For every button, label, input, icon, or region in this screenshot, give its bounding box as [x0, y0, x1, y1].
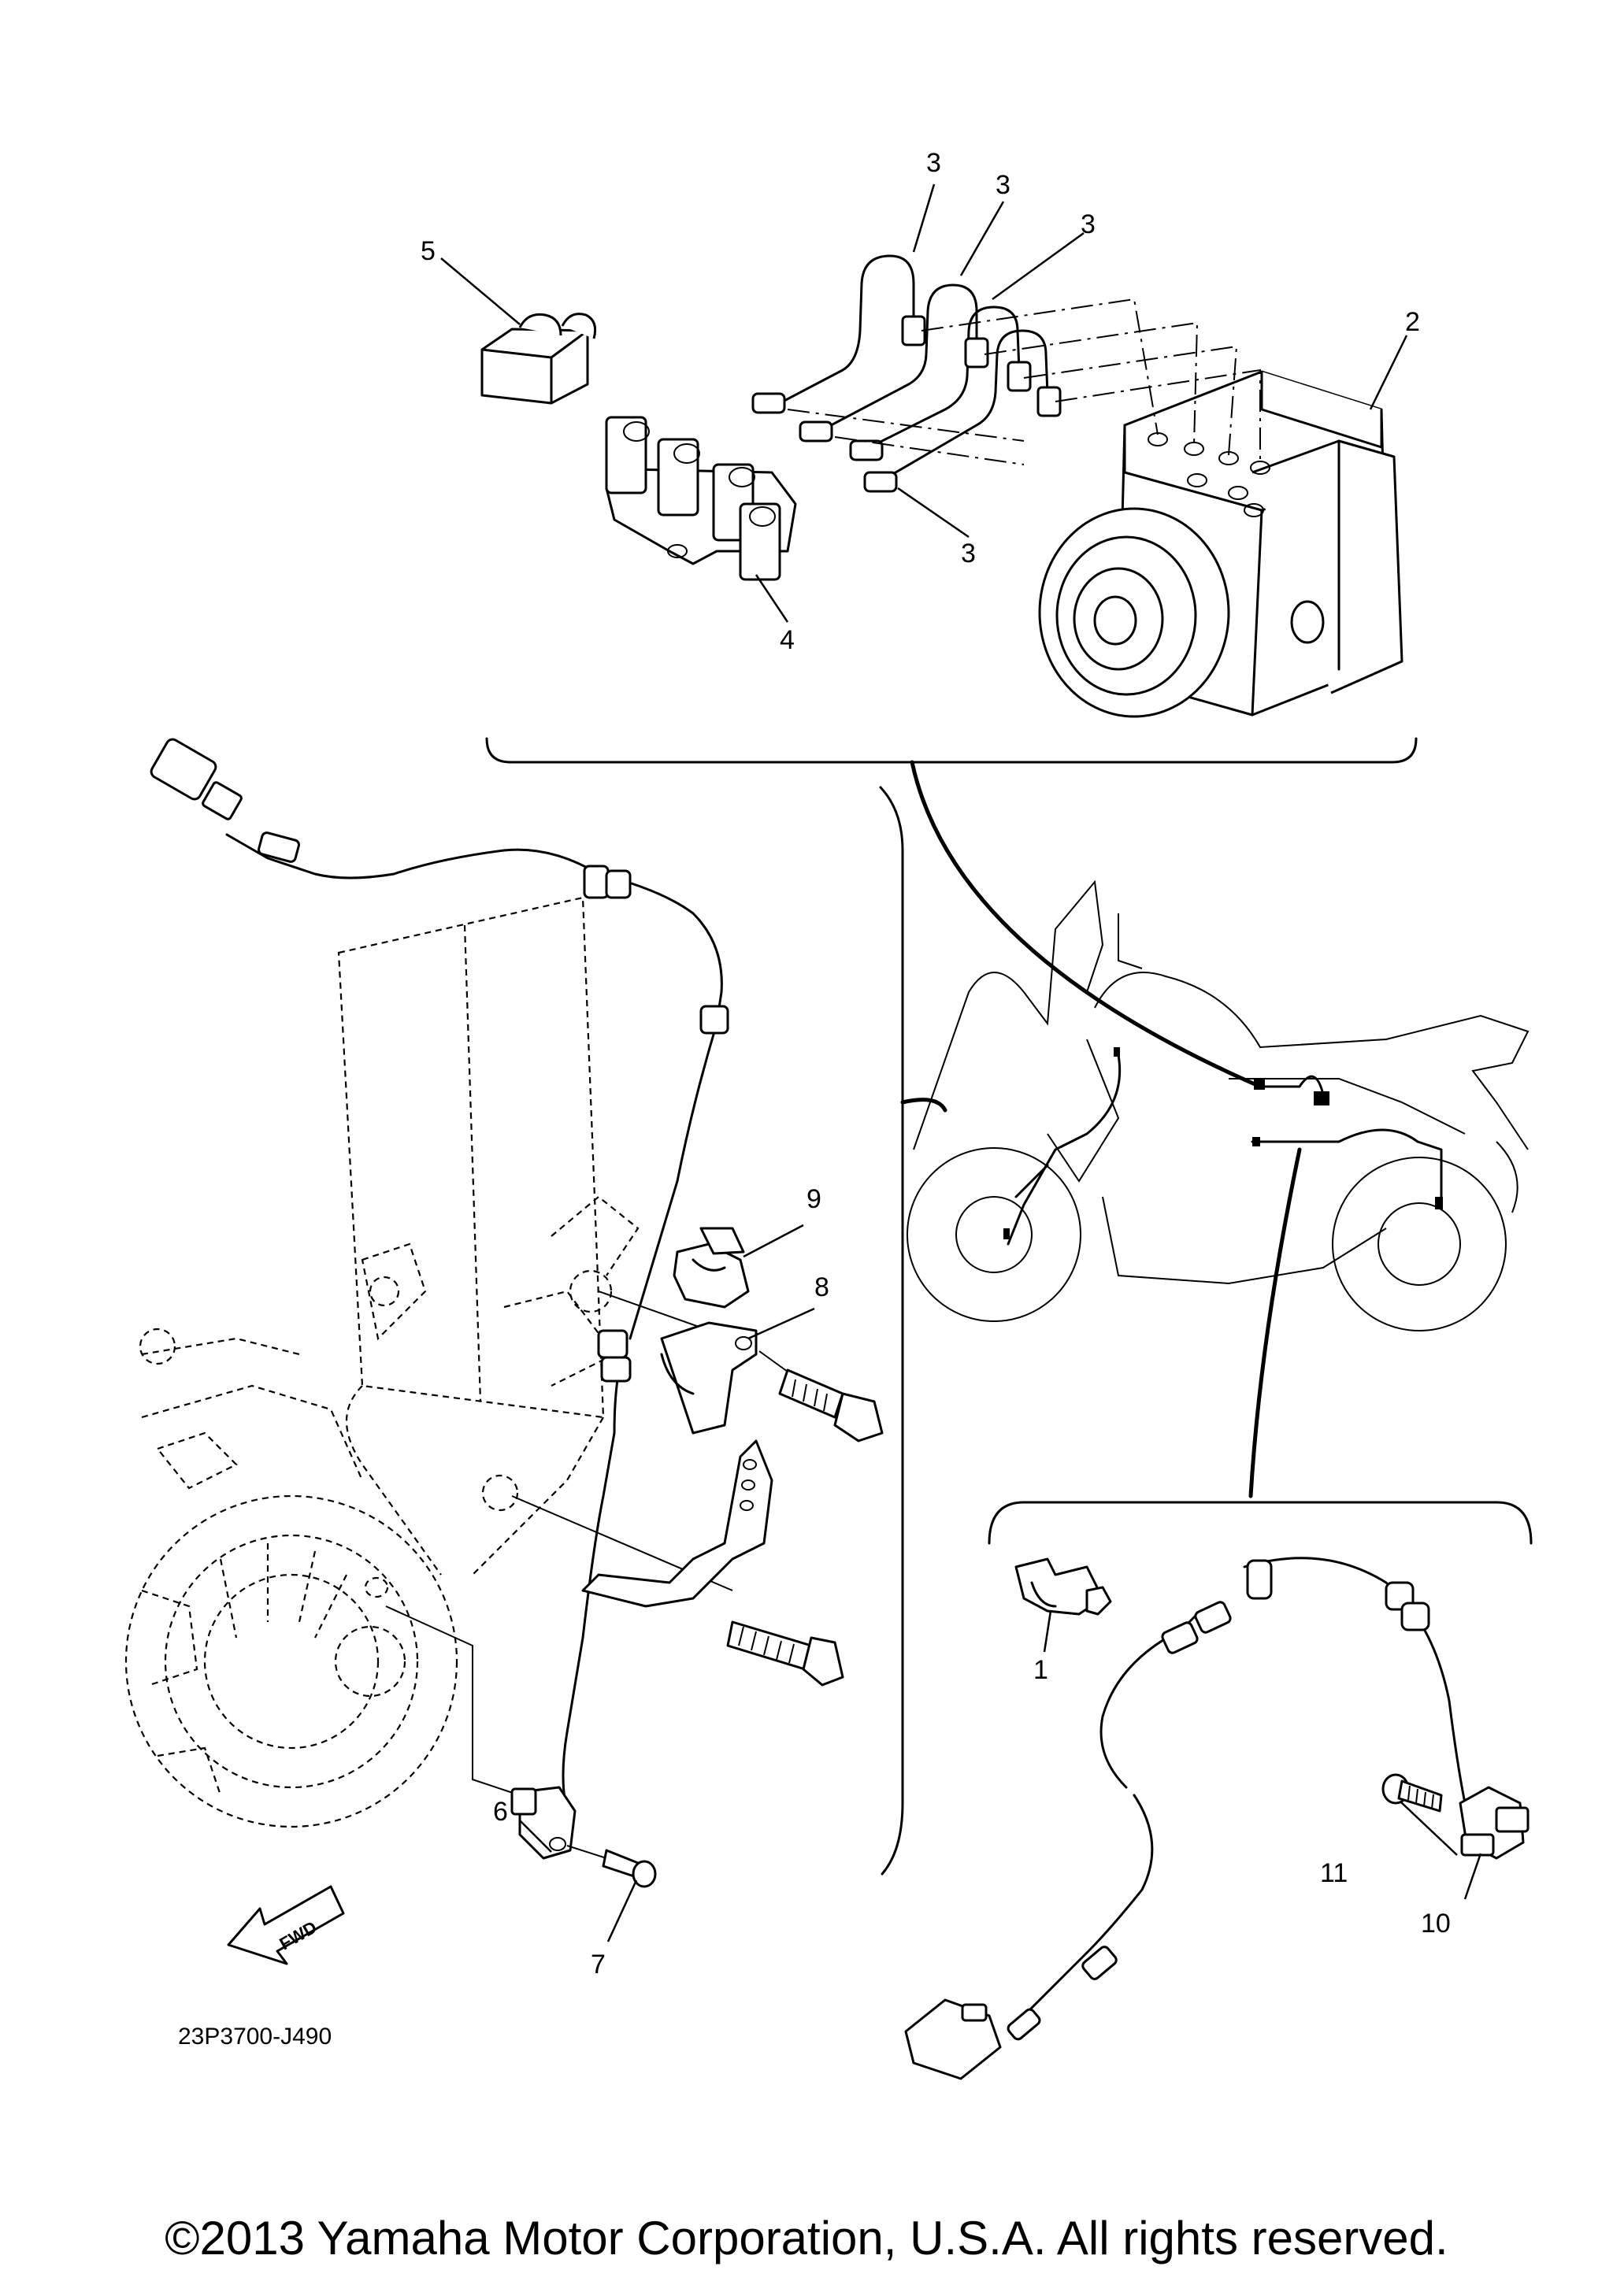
- front-wheel-sensor: [510, 1786, 577, 1860]
- front-sensor-lead-wire: [150, 738, 729, 1813]
- bracket-bolt-upper: [758, 1350, 884, 1442]
- sensor-wiring-highlight: [1003, 1047, 1443, 1246]
- locator-rear-connector: [1248, 1147, 1302, 1498]
- callout-10: 10: [1421, 1909, 1451, 1939]
- callout-3-second: 3: [996, 170, 1010, 200]
- abs-hydraulic-unit: [1038, 370, 1403, 718]
- locator-panel-bracket: [879, 786, 904, 1876]
- callout-3-top: 3: [926, 148, 941, 178]
- rear-wheel-sensor: [1459, 1786, 1530, 1860]
- motorcycle-locator-panel: [879, 786, 1530, 1876]
- top-group-bracket: [485, 737, 1418, 764]
- callout-2: 2: [1405, 307, 1420, 337]
- damper-cap: [480, 313, 597, 405]
- callout-11: 11: [1320, 1858, 1348, 1888]
- bracket-bolt-lower: [726, 1620, 844, 1687]
- abs-hydraulic-unit-group: [480, 254, 1418, 1089]
- callout-3-third: 3: [1081, 209, 1096, 239]
- top-group-connector-line: [910, 760, 1263, 1089]
- brake-joint-block: [605, 416, 797, 581]
- motorcycle-outline: [907, 880, 1530, 1331]
- callout-4: 4: [780, 625, 795, 655]
- front-fork-assembly: [124, 738, 884, 1888]
- lower-bracket: [581, 1439, 773, 1608]
- copyright-notice: ©2013 Yamaha Motor Corporation, U.S.A. A…: [165, 2212, 1448, 2265]
- callout-leader-lines: [440, 183, 1482, 1942]
- callout-9: 9: [806, 1184, 821, 1214]
- callout-1: 1: [1033, 1655, 1048, 1685]
- rear-wheel-sensor-group: [904, 1501, 1533, 2080]
- callout-7: 7: [591, 1950, 606, 1979]
- assembly-guide-lines: [787, 298, 1261, 465]
- callout-6: 6: [493, 1797, 508, 1827]
- callout-numbers: 3 3 3 3 2 4 5 9 8 6 7 1 11 10: [421, 148, 1451, 1979]
- callout-8: 8: [814, 1272, 829, 1302]
- forward-direction-arrow: FWD: [227, 1885, 345, 1965]
- sensor-clamp: [1014, 1557, 1112, 1616]
- rear-sensor-lead-wire: [904, 1557, 1467, 2080]
- rear-group-bracket: [988, 1501, 1533, 1545]
- drawing-code: 23P3700-J490: [178, 2024, 332, 2050]
- rear-sensor-bolt: [1381, 1773, 1443, 1813]
- brake-pipes: [751, 254, 1062, 493]
- wire-clamp: [673, 1227, 750, 1309]
- front-sensor-bolt: [566, 1845, 657, 1888]
- sensor-lead-bracket: [660, 1321, 758, 1435]
- callout-3-lower: 3: [961, 539, 976, 568]
- locator-front-connector: [900, 1098, 947, 1113]
- callout-5: 5: [421, 236, 436, 266]
